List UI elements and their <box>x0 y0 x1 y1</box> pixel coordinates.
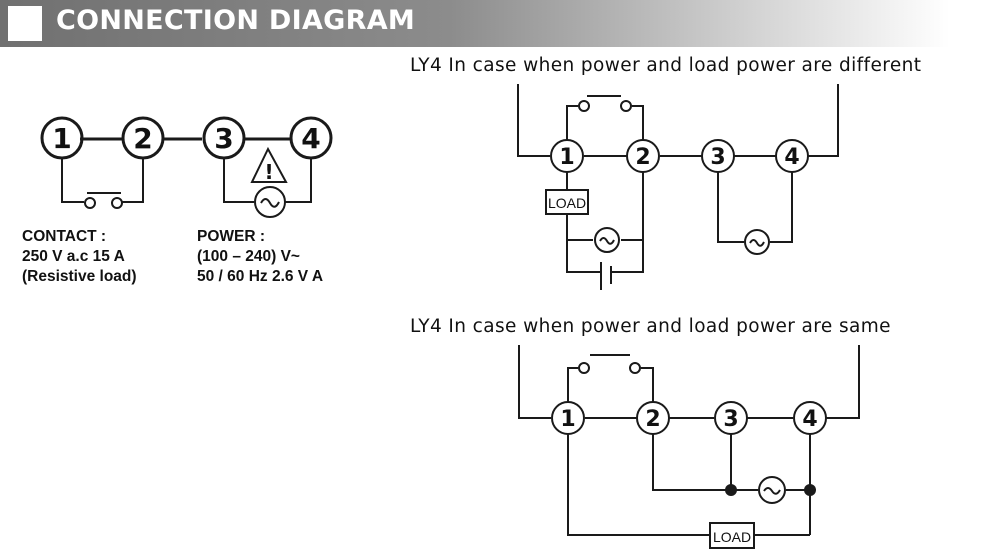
dc-battery-icon <box>600 262 612 290</box>
junction-dot-icon <box>725 484 737 496</box>
header-bar: CONNECTION DIAGRAM <box>0 0 1000 47</box>
svg-text:4: 4 <box>784 145 799 170</box>
header-square-icon <box>8 6 42 41</box>
contact-spec: CONTACT : 250 V a.c 15 A (Resistive load… <box>22 228 137 285</box>
ac-source-icon <box>744 229 770 255</box>
svg-text:3: 3 <box>214 122 233 155</box>
svg-text:1: 1 <box>559 145 574 170</box>
diagram-same-heading: LY4 In case when power and load power ar… <box>410 316 891 337</box>
switch-contact-icon <box>578 95 632 112</box>
ac-source-icon <box>254 186 286 218</box>
svg-text:4: 4 <box>301 122 320 155</box>
terminal-3: 3 <box>714 401 748 435</box>
svg-text:3: 3 <box>710 145 725 170</box>
svg-text:LOAD: LOAD <box>713 529 751 545</box>
junction-dot-icon <box>804 484 816 496</box>
switch-contact-icon <box>84 192 123 209</box>
ac-source-icon <box>758 476 786 504</box>
terminal-4: 4 <box>793 401 827 435</box>
terminal-2: 2 <box>121 116 165 160</box>
terminal-1: 1 <box>40 116 84 160</box>
power-spec: POWER : (100 – 240) V~ 50 / 60 Hz 2.6 V … <box>197 228 324 285</box>
diagram-different-heading: LY4 In case when power and load power ar… <box>410 55 922 76</box>
terminal-2: 2 <box>626 139 660 173</box>
svg-text:3: 3 <box>723 407 738 432</box>
svg-text:2: 2 <box>635 145 650 170</box>
terminal-2: 2 <box>636 401 670 435</box>
warning-symbol: ! <box>264 160 273 184</box>
svg-text:2: 2 <box>133 122 152 155</box>
terminal-4: 4 <box>775 139 809 173</box>
svg-text:1: 1 <box>52 122 71 155</box>
terminal-1: 1 <box>550 139 584 173</box>
terminal-3: 3 <box>701 139 735 173</box>
svg-text:LOAD: LOAD <box>548 195 586 211</box>
svg-text:1: 1 <box>560 407 575 432</box>
load-box-icon: LOAD <box>709 522 755 549</box>
switch-contact-icon <box>578 354 641 374</box>
svg-text:2: 2 <box>645 407 660 432</box>
terminal-1: 1 <box>551 401 585 435</box>
terminal-3: 3 <box>202 116 246 160</box>
terminal-4: 4 <box>289 116 333 160</box>
ac-source-icon <box>594 227 620 253</box>
warning-triangle-icon: ! <box>250 146 288 184</box>
page-title: CONNECTION DIAGRAM <box>56 5 416 36</box>
svg-text:4: 4 <box>802 407 817 432</box>
